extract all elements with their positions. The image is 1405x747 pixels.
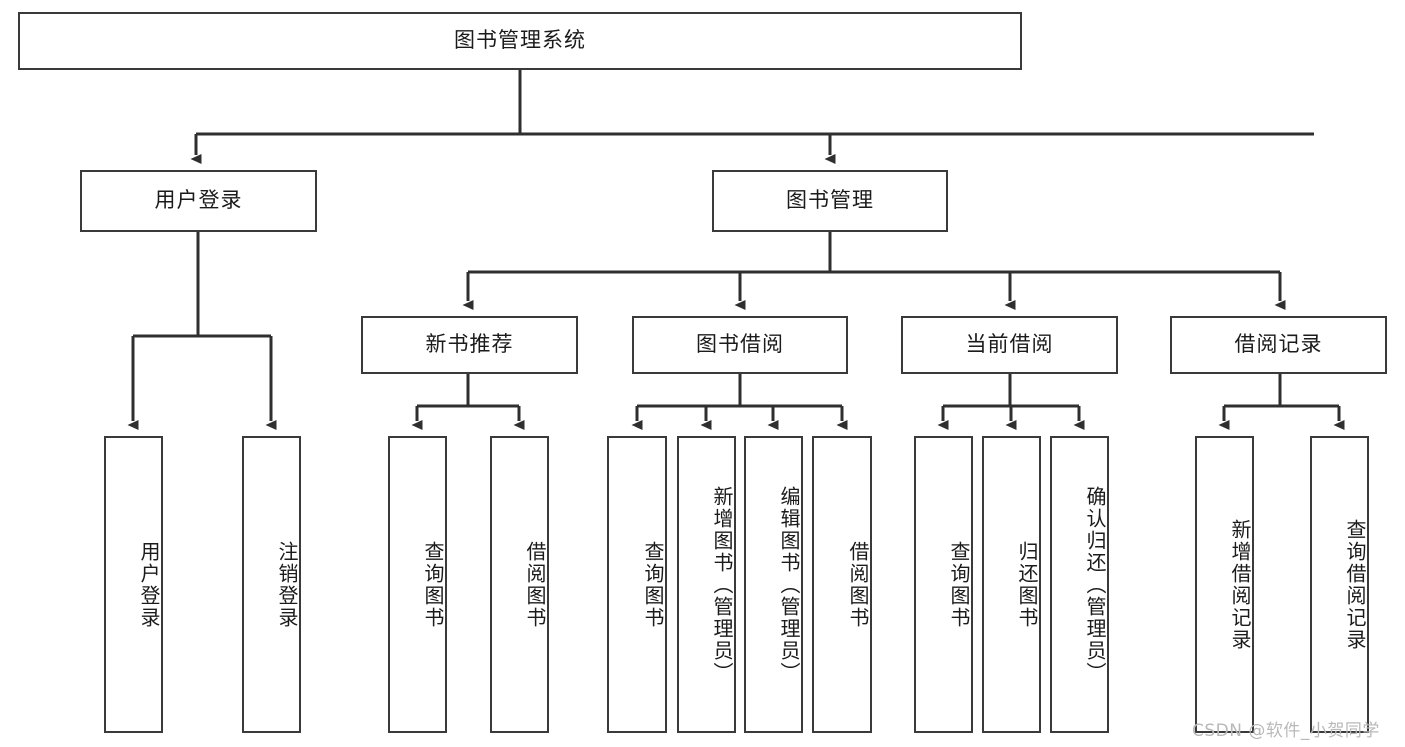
node-label: 借阅图书 [846, 540, 870, 629]
node-label: 用户登录 [154, 188, 243, 213]
node-label: 图书管理系统 [454, 28, 586, 53]
node-label: 图书借阅 [696, 332, 784, 357]
node-book-borrow[interactable]: 图书借阅 [632, 316, 848, 374]
leaf-user-login-logout[interactable]: 注销登录 [242, 436, 301, 733]
node-borrow-record[interactable]: 借阅记录 [1170, 316, 1387, 374]
node-current-borrow[interactable]: 当前借阅 [901, 316, 1118, 374]
node-label: 借阅记录 [1234, 332, 1323, 357]
leaf-new-book-query-book[interactable]: 查询图书 [388, 436, 447, 733]
leaf-book-borrow-query-book[interactable]: 查询图书 [607, 436, 667, 733]
node-label: 编辑图书（管理员） [777, 485, 801, 684]
leaf-borrow-record-add-record[interactable]: 新增借阅记录 [1195, 436, 1254, 733]
node-label: 用户登录 [137, 540, 161, 629]
leaf-current-borrow-return-book[interactable]: 归还图书 [982, 436, 1041, 733]
leaf-new-book-borrow-book[interactable]: 借阅图书 [490, 436, 549, 733]
node-user-login[interactable]: 用户登录 [80, 170, 317, 232]
node-root-book-management-system[interactable]: 图书管理系统 [18, 12, 1022, 70]
csdn-watermark: CSDN @软件_小贺同学 [1192, 721, 1380, 741]
node-label: 查询图书 [947, 540, 971, 629]
leaf-current-borrow-query-book[interactable]: 查询图书 [914, 436, 973, 733]
node-book-management[interactable]: 图书管理 [712, 170, 948, 232]
leaf-book-borrow-borrow-book[interactable]: 借阅图书 [812, 436, 872, 733]
leaf-user-login-login[interactable]: 用户登录 [104, 436, 163, 733]
leaf-borrow-record-query-record[interactable]: 查询借阅记录 [1310, 436, 1369, 733]
leaf-current-borrow-confirm-return-admin[interactable]: 确认归还（管理员） [1050, 436, 1109, 733]
node-label: 查询图书 [641, 540, 665, 629]
leaf-book-borrow-edit-book-admin[interactable]: 编辑图书（管理员） [744, 436, 803, 733]
node-label: 归还图书 [1015, 540, 1039, 629]
node-label: 新书推荐 [425, 332, 514, 357]
node-label: 查询借阅记录 [1343, 518, 1367, 651]
leaf-book-borrow-add-book-admin[interactable]: 新增图书（管理员） [677, 436, 736, 733]
node-new-book-recommend[interactable]: 新书推荐 [361, 316, 578, 374]
node-label: 查询图书 [421, 540, 445, 629]
node-label: 新增图书（管理员） [710, 485, 734, 684]
node-label: 借阅图书 [523, 540, 547, 629]
node-label: 确认归还（管理员） [1083, 485, 1107, 684]
node-label: 图书管理 [786, 188, 874, 213]
node-label: 新增借阅记录 [1228, 518, 1252, 651]
node-label: 当前借阅 [965, 332, 1054, 357]
node-label: 注销登录 [275, 540, 299, 629]
